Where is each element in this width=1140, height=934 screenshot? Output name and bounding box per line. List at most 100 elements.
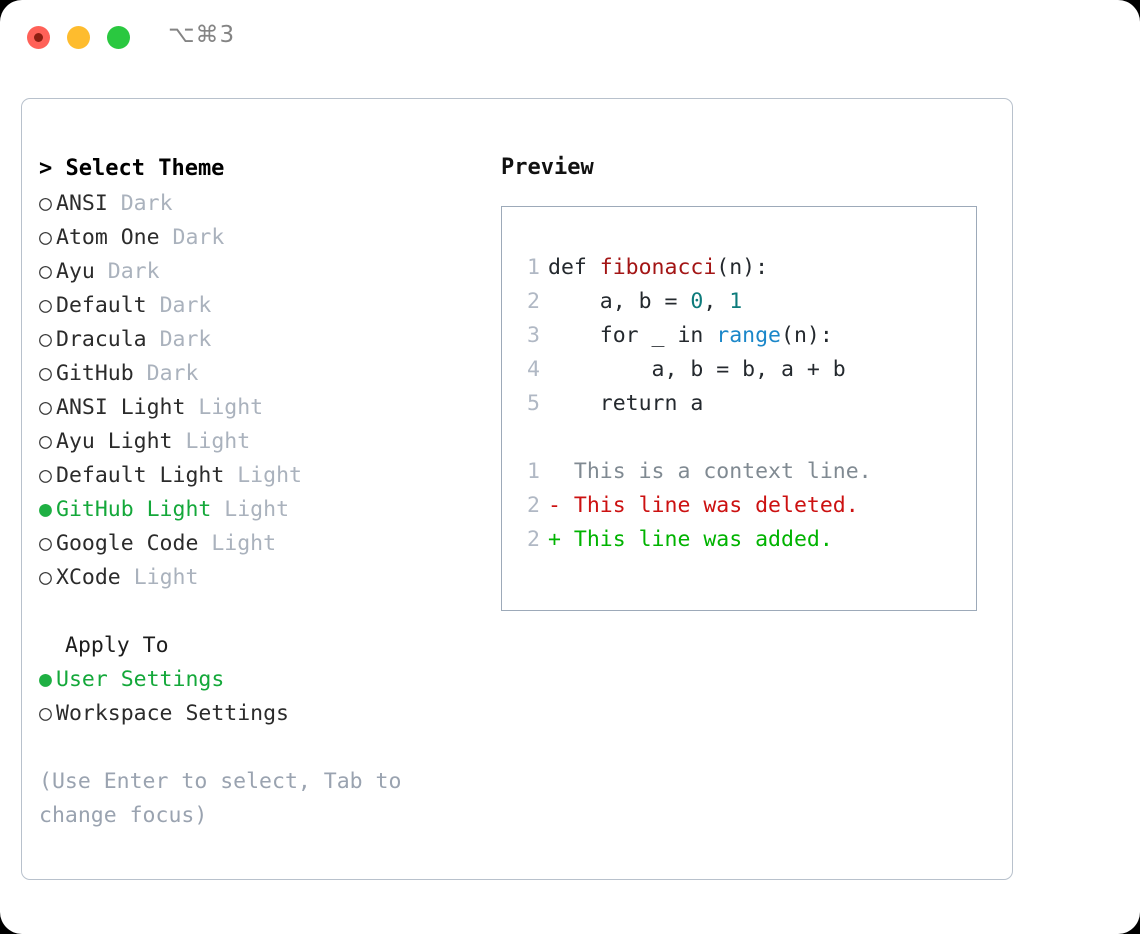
theme-option-kind: Light — [133, 565, 199, 590]
diff-marker: + — [548, 527, 574, 552]
code-token-plain: return a — [548, 391, 704, 416]
code-token-num: 1 — [729, 289, 743, 314]
theme-option-kind: Light — [224, 497, 290, 522]
diff-text: This line was added. — [573, 527, 833, 552]
theme-option-github-light[interactable]: ●GitHub Light Light — [39, 493, 479, 527]
line-number: 4 — [527, 357, 540, 382]
theme-option-default[interactable]: ○Default Dark — [39, 289, 479, 323]
theme-option-label: Default Light — [56, 463, 225, 488]
line-number: 2 — [527, 527, 540, 552]
theme-option-ansi[interactable]: ○ANSI Dark — [39, 187, 479, 221]
line-number: 1 — [527, 459, 540, 484]
theme-option-github[interactable]: ○GitHub Dark — [39, 357, 479, 391]
code-token-num: 0 — [690, 289, 704, 314]
theme-option-label: Ayu Light — [56, 429, 173, 454]
line-number: 1 — [527, 255, 540, 280]
theme-option-label: GitHub Light — [56, 497, 212, 522]
spacer — [516, 421, 976, 455]
radio-unselected-icon: ○ — [39, 293, 52, 318]
minimize-button[interactable] — [67, 26, 90, 49]
theme-option-kind: Light — [198, 395, 264, 420]
theme-option-kind: Light — [211, 531, 277, 556]
theme-option-label: GitHub — [56, 361, 134, 386]
theme-option-google-code[interactable]: ○Google Code Light — [39, 527, 479, 561]
content-panel: > Select Theme ○ANSI Dark○Atom One Dark○… — [21, 98, 1013, 880]
spacer — [147, 293, 160, 318]
code-token-call: range — [716, 323, 782, 348]
code-line: 4 a, b = b, a + b — [516, 353, 976, 387]
preview-heading: Preview — [501, 155, 594, 180]
code-token-plain: a, b = — [548, 289, 691, 314]
spacer — [224, 463, 237, 488]
theme-option-kind: Dark — [107, 259, 160, 284]
spacer — [95, 259, 108, 284]
theme-option-label: Google Code — [56, 531, 199, 556]
spacer — [134, 361, 147, 386]
apply-to-option-workspace-settings[interactable]: ○Workspace Settings — [39, 697, 479, 731]
radio-unselected-icon: ○ — [39, 701, 52, 726]
code-token-plain: for _ in — [548, 323, 717, 348]
spacer — [211, 497, 224, 522]
theme-option-ansi-light[interactable]: ○ANSI Light Light — [39, 391, 479, 425]
spacer — [173, 429, 186, 454]
code-token-plain: a, b = b, a + b — [548, 357, 846, 382]
radio-unselected-icon: ○ — [39, 191, 52, 216]
theme-option-xcode[interactable]: ○XCode Light — [39, 561, 479, 595]
close-icon — [34, 33, 43, 42]
radio-unselected-icon: ○ — [39, 565, 52, 590]
apply-to-option-label: Workspace Settings — [56, 701, 289, 726]
keyboard-hint: (Use Enter to select, Tab to change focu… — [39, 769, 402, 828]
theme-option-default-light[interactable]: ○Default Light Light — [39, 459, 479, 493]
line-number: 3 — [527, 323, 540, 348]
theme-option-label: Ayu — [56, 259, 95, 284]
diff-line-context: 1 This is a context line. — [516, 455, 976, 489]
theme-option-dracula[interactable]: ○Dracula Dark — [39, 323, 479, 357]
code-line: 5 return a — [516, 387, 976, 421]
theme-option-label: ANSI — [56, 191, 108, 216]
spacer — [185, 395, 198, 420]
window-titlebar: ⌥⌘3 — [0, 0, 1140, 78]
spacer — [160, 225, 173, 250]
diff-marker — [548, 459, 574, 484]
diff-text: This is a context line. — [573, 459, 872, 484]
diff-sample: 1 This is a context line. 2- This line wa… — [516, 455, 976, 557]
theme-option-label: Dracula — [56, 327, 147, 352]
radio-unselected-icon: ○ — [39, 259, 52, 284]
apply-to-list: ●User Settings○Workspace Settings — [39, 663, 479, 731]
radio-unselected-icon: ○ — [39, 429, 52, 454]
keyboard-shortcut-label: ⌥⌘3 — [168, 22, 236, 48]
code-line: 2 a, b = 0, 1 — [516, 285, 976, 319]
radio-selected-icon: ● — [39, 497, 52, 522]
select-theme-heading: > Select Theme — [39, 156, 225, 181]
theme-option-kind: Light — [185, 429, 251, 454]
theme-option-label: ANSI Light — [56, 395, 186, 420]
diff-line-added: 2 + This line was added. — [516, 523, 976, 557]
theme-option-atom-one[interactable]: ○Atom One Dark — [39, 221, 479, 255]
theme-option-kind: Dark — [120, 191, 173, 216]
theme-option-kind: Dark — [159, 293, 212, 318]
zoom-button[interactable] — [107, 26, 130, 49]
diff-marker: - — [548, 493, 574, 518]
spacer — [121, 565, 134, 590]
code-token-plain: , — [703, 289, 730, 314]
theme-list: ○ANSI Dark○Atom One Dark○Ayu Dark○Defaul… — [39, 187, 479, 595]
apply-to-heading: Apply To — [65, 633, 169, 658]
radio-unselected-icon: ○ — [39, 531, 52, 556]
code-token-func: fibonacci — [599, 255, 717, 280]
spacer — [147, 327, 160, 352]
radio-unselected-icon: ○ — [39, 327, 52, 352]
spacer — [108, 191, 121, 216]
theme-option-label: Default — [56, 293, 147, 318]
code-line: 3 for _ in range(n): — [516, 319, 976, 353]
line-number: 5 — [527, 391, 540, 416]
theme-option-ayu[interactable]: ○Ayu Dark — [39, 255, 479, 289]
theme-option-kind: Dark — [146, 361, 199, 386]
line-number: 2 — [527, 493, 540, 518]
apply-to-option-user-settings[interactable]: ●User Settings — [39, 663, 479, 697]
code-token-plain: (n): — [716, 255, 769, 280]
radio-unselected-icon: ○ — [39, 225, 52, 250]
theme-picker-column: > Select Theme ○ANSI Dark○Atom One Dark○… — [39, 151, 479, 833]
theme-option-ayu-light[interactable]: ○Ayu Light Light — [39, 425, 479, 459]
